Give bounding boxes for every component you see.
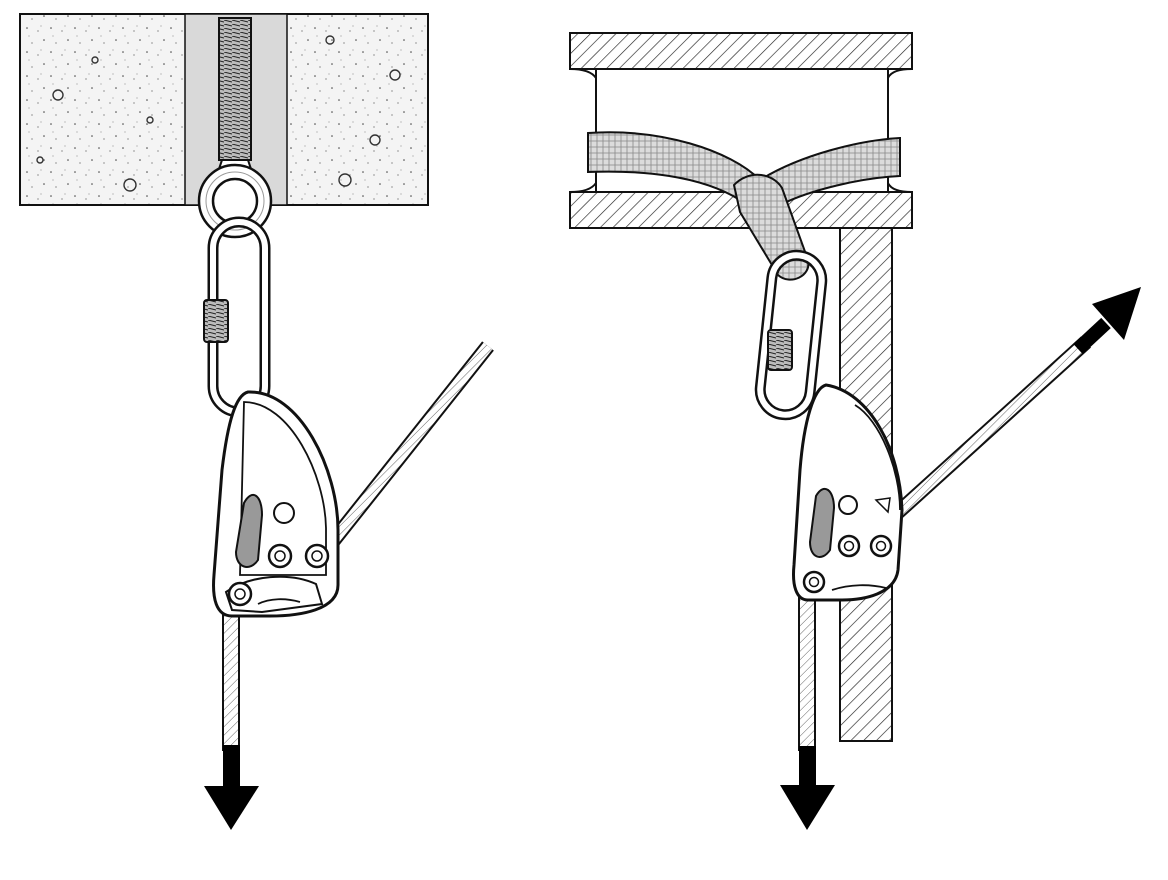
screwgate-carabiner [754,249,828,421]
device-rivet [267,543,293,569]
right-panel [569,32,1141,830]
left-panel [19,13,494,830]
rope-diagonal [890,336,1092,520]
device-rivet [802,570,826,594]
load-arrow-down [780,746,835,830]
rope-hanging [222,599,240,751]
pulley-device [792,383,904,602]
screwgate-sleeve [203,299,229,343]
device-rivet [227,581,253,607]
screwgate-carabiner [203,216,271,418]
eye-bolt [197,17,273,239]
load-arrow-up-right [1073,287,1141,355]
device-rivet [273,502,295,524]
rope-diagonal [312,341,494,565]
device-rivet [837,534,861,558]
device-rivet [304,543,330,569]
rope-hanging [798,595,816,751]
i-beam [569,32,913,229]
load-arrow-down [204,745,259,830]
device-rivet [838,495,858,515]
pulley-device [212,390,340,618]
device-rivet [869,534,893,558]
screwgate-sleeve [767,329,793,371]
